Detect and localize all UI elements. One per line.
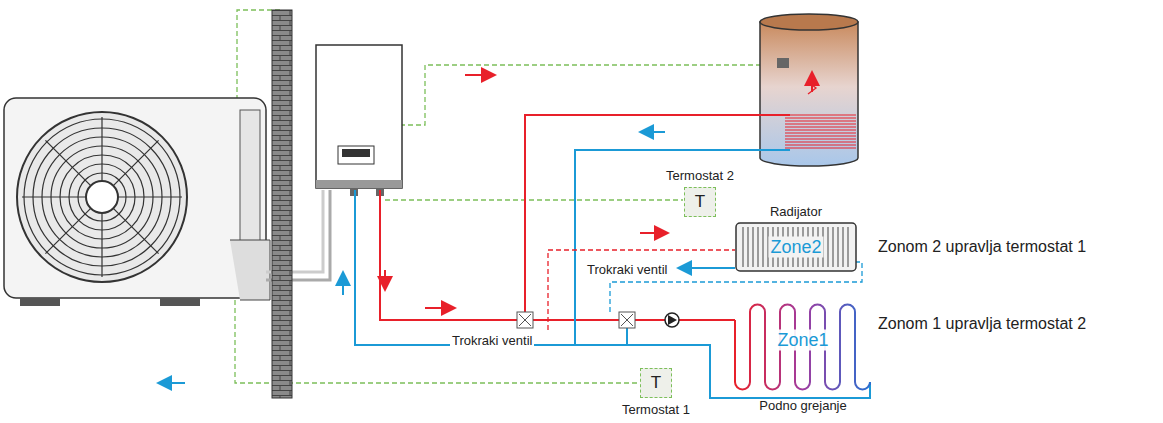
circulation-pump: [665, 313, 679, 327]
thermostat-symbol: T: [640, 368, 672, 398]
radiator: RadijatorZone2: [735, 204, 857, 273]
three-way-valve: [517, 312, 533, 328]
zone-name: Zone2: [768, 237, 823, 258]
zone-note: Zonom 2 upravlja termostat 1: [876, 238, 1088, 256]
floor-heating: Zone1Podno grejanje: [728, 300, 878, 413]
thermostat: Termostat 2 T: [660, 168, 740, 217]
valve-label: Trokraki ventil: [450, 333, 534, 348]
floor-heating-label: Podno grejanje: [728, 398, 878, 413]
radiator-label: Radijator: [735, 204, 857, 219]
zone-name: Zone1: [775, 330, 830, 351]
zone-note: Zonom 1 upravlja termostat 2: [876, 315, 1088, 333]
thermostat-label: Termostat 2: [660, 168, 740, 183]
thermostat: T Termostat 1: [616, 368, 696, 417]
valve-label: Trokraki ventil: [585, 262, 669, 277]
three-way-valve: [619, 312, 635, 328]
thermostat-label: Termostat 1: [616, 402, 696, 417]
indoor-unit: [316, 45, 402, 196]
outdoor-unit: [4, 98, 270, 306]
hot-water-tank: [760, 14, 858, 166]
thermostat-symbol: T: [684, 187, 716, 217]
